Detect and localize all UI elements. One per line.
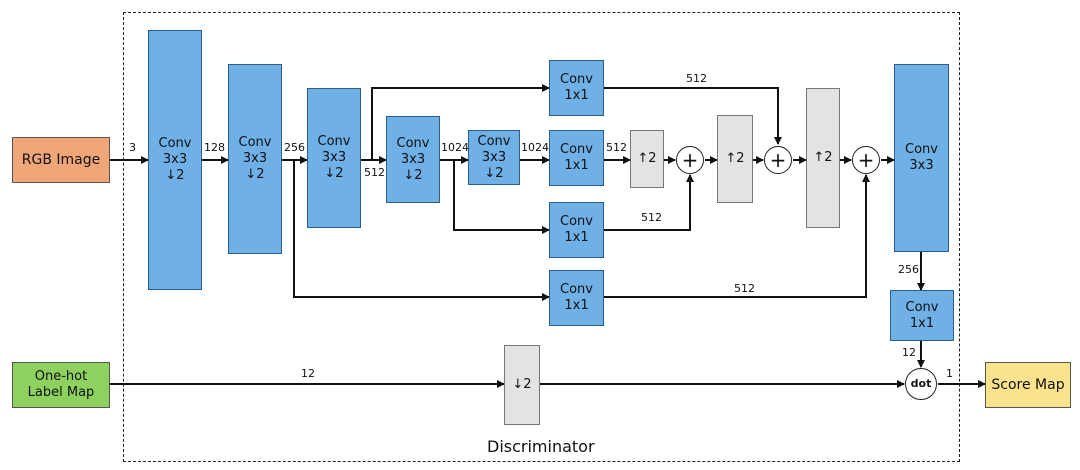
score-map-output: Score Map bbox=[985, 362, 1071, 408]
channel-label-512-low: 512 bbox=[641, 211, 662, 224]
channel-label-12-label: 12 bbox=[301, 367, 315, 380]
channel-label-512: 512 bbox=[364, 166, 385, 179]
channel-label-512-bottom: 512 bbox=[734, 282, 755, 295]
arrow-conv2-latbottom bbox=[293, 160, 550, 301]
arrow-latbottom-add3 bbox=[604, 174, 870, 298]
label-downsample-block: ↓2 bbox=[504, 345, 540, 425]
add-op-1: + bbox=[676, 146, 704, 174]
channel-label-1: 1 bbox=[946, 367, 953, 380]
discriminator-frame bbox=[123, 12, 960, 462]
conv2-block: Conv 3x3 ↓2 bbox=[228, 64, 282, 254]
conv5-block: Conv 3x3 ↓2 bbox=[468, 130, 520, 185]
label-map-input: One-hot Label Map bbox=[12, 362, 110, 408]
channel-label-512-top: 512 bbox=[686, 72, 707, 85]
channel-label-1024-a: 1024 bbox=[441, 141, 469, 154]
rgb-image-input: RGB Image bbox=[12, 137, 110, 183]
upsample-block-3: ↑2 bbox=[806, 88, 840, 228]
channel-label-256: 256 bbox=[284, 141, 305, 154]
upsample-block-2: ↑2 bbox=[717, 115, 753, 203]
score-conv-block: Conv 1x1 bbox=[890, 290, 954, 341]
lateral-conv-mid: Conv 1x1 bbox=[549, 130, 604, 186]
channel-label-1024-b: 1024 bbox=[521, 141, 549, 154]
conv1-block: Conv 3x3 ↓2 bbox=[148, 30, 202, 290]
add-op-2: + bbox=[764, 146, 792, 174]
upsample-block-1: ↑2 bbox=[630, 130, 664, 188]
discriminator-title: Discriminator bbox=[487, 437, 595, 456]
lateral-conv-bottom: Conv 1x1 bbox=[549, 270, 604, 326]
channel-label-128: 128 bbox=[204, 141, 225, 154]
channel-label-512-mid: 512 bbox=[606, 141, 627, 154]
channel-label-256-out: 256 bbox=[898, 263, 919, 276]
lateral-conv-top: Conv 1x1 bbox=[549, 60, 604, 116]
arrow-conv4-latlow bbox=[453, 160, 550, 234]
conv4-block: Conv 3x3 ↓2 bbox=[386, 116, 440, 203]
conv3-block: Conv 3x3 ↓2 bbox=[307, 88, 361, 228]
arrow-conv3-lattop bbox=[371, 84, 550, 160]
dot-product-op: dot bbox=[905, 368, 937, 400]
final-conv-block: Conv 3x3 bbox=[894, 64, 949, 252]
lateral-conv-low: Conv 1x1 bbox=[549, 202, 604, 258]
channel-label-3: 3 bbox=[129, 141, 136, 154]
arrow-latlow-add1 bbox=[604, 174, 694, 231]
add-op-3: + bbox=[852, 146, 880, 174]
arrow-lattop-add2 bbox=[604, 87, 782, 145]
channel-label-12-score: 12 bbox=[902, 346, 916, 359]
